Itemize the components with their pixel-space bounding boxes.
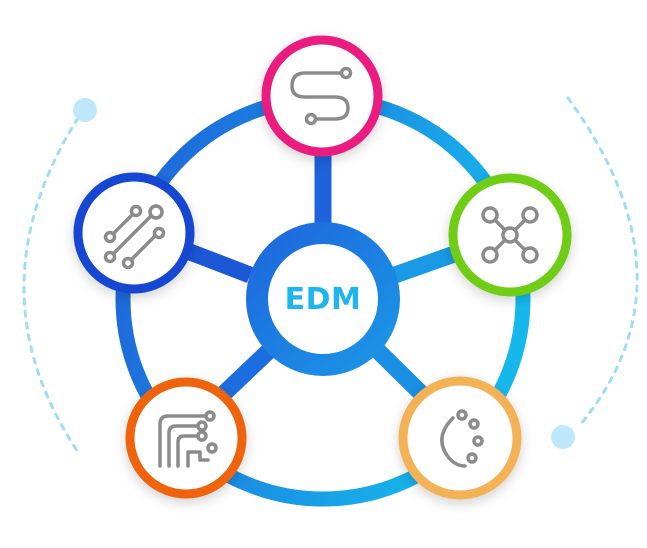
hub-inner: [268, 244, 378, 354]
parallel-connectors-icon: [103, 204, 166, 270]
spoke-left: [186, 244, 254, 283]
node-left[interactable]: [73, 172, 195, 294]
node-bottom-right[interactable]: [398, 376, 522, 500]
left-decor-dot: [73, 98, 97, 122]
right-dotted-arc: [566, 96, 639, 427]
hub: [246, 222, 400, 376]
node-top[interactable]: [261, 35, 383, 157]
circuit-traces-icon: [158, 410, 218, 468]
s-curve-path-icon: [290, 66, 353, 126]
spoke-right: [392, 243, 463, 284]
hub-label: EDM: [284, 281, 362, 317]
network-hub-icon: [481, 206, 539, 264]
right-decor-dot: [551, 425, 575, 449]
node-right[interactable]: [448, 173, 572, 297]
dotted-arc-icon: [440, 409, 484, 468]
left-dotted-arc: [22, 116, 80, 454]
node-bottom-left[interactable]: [125, 377, 247, 499]
